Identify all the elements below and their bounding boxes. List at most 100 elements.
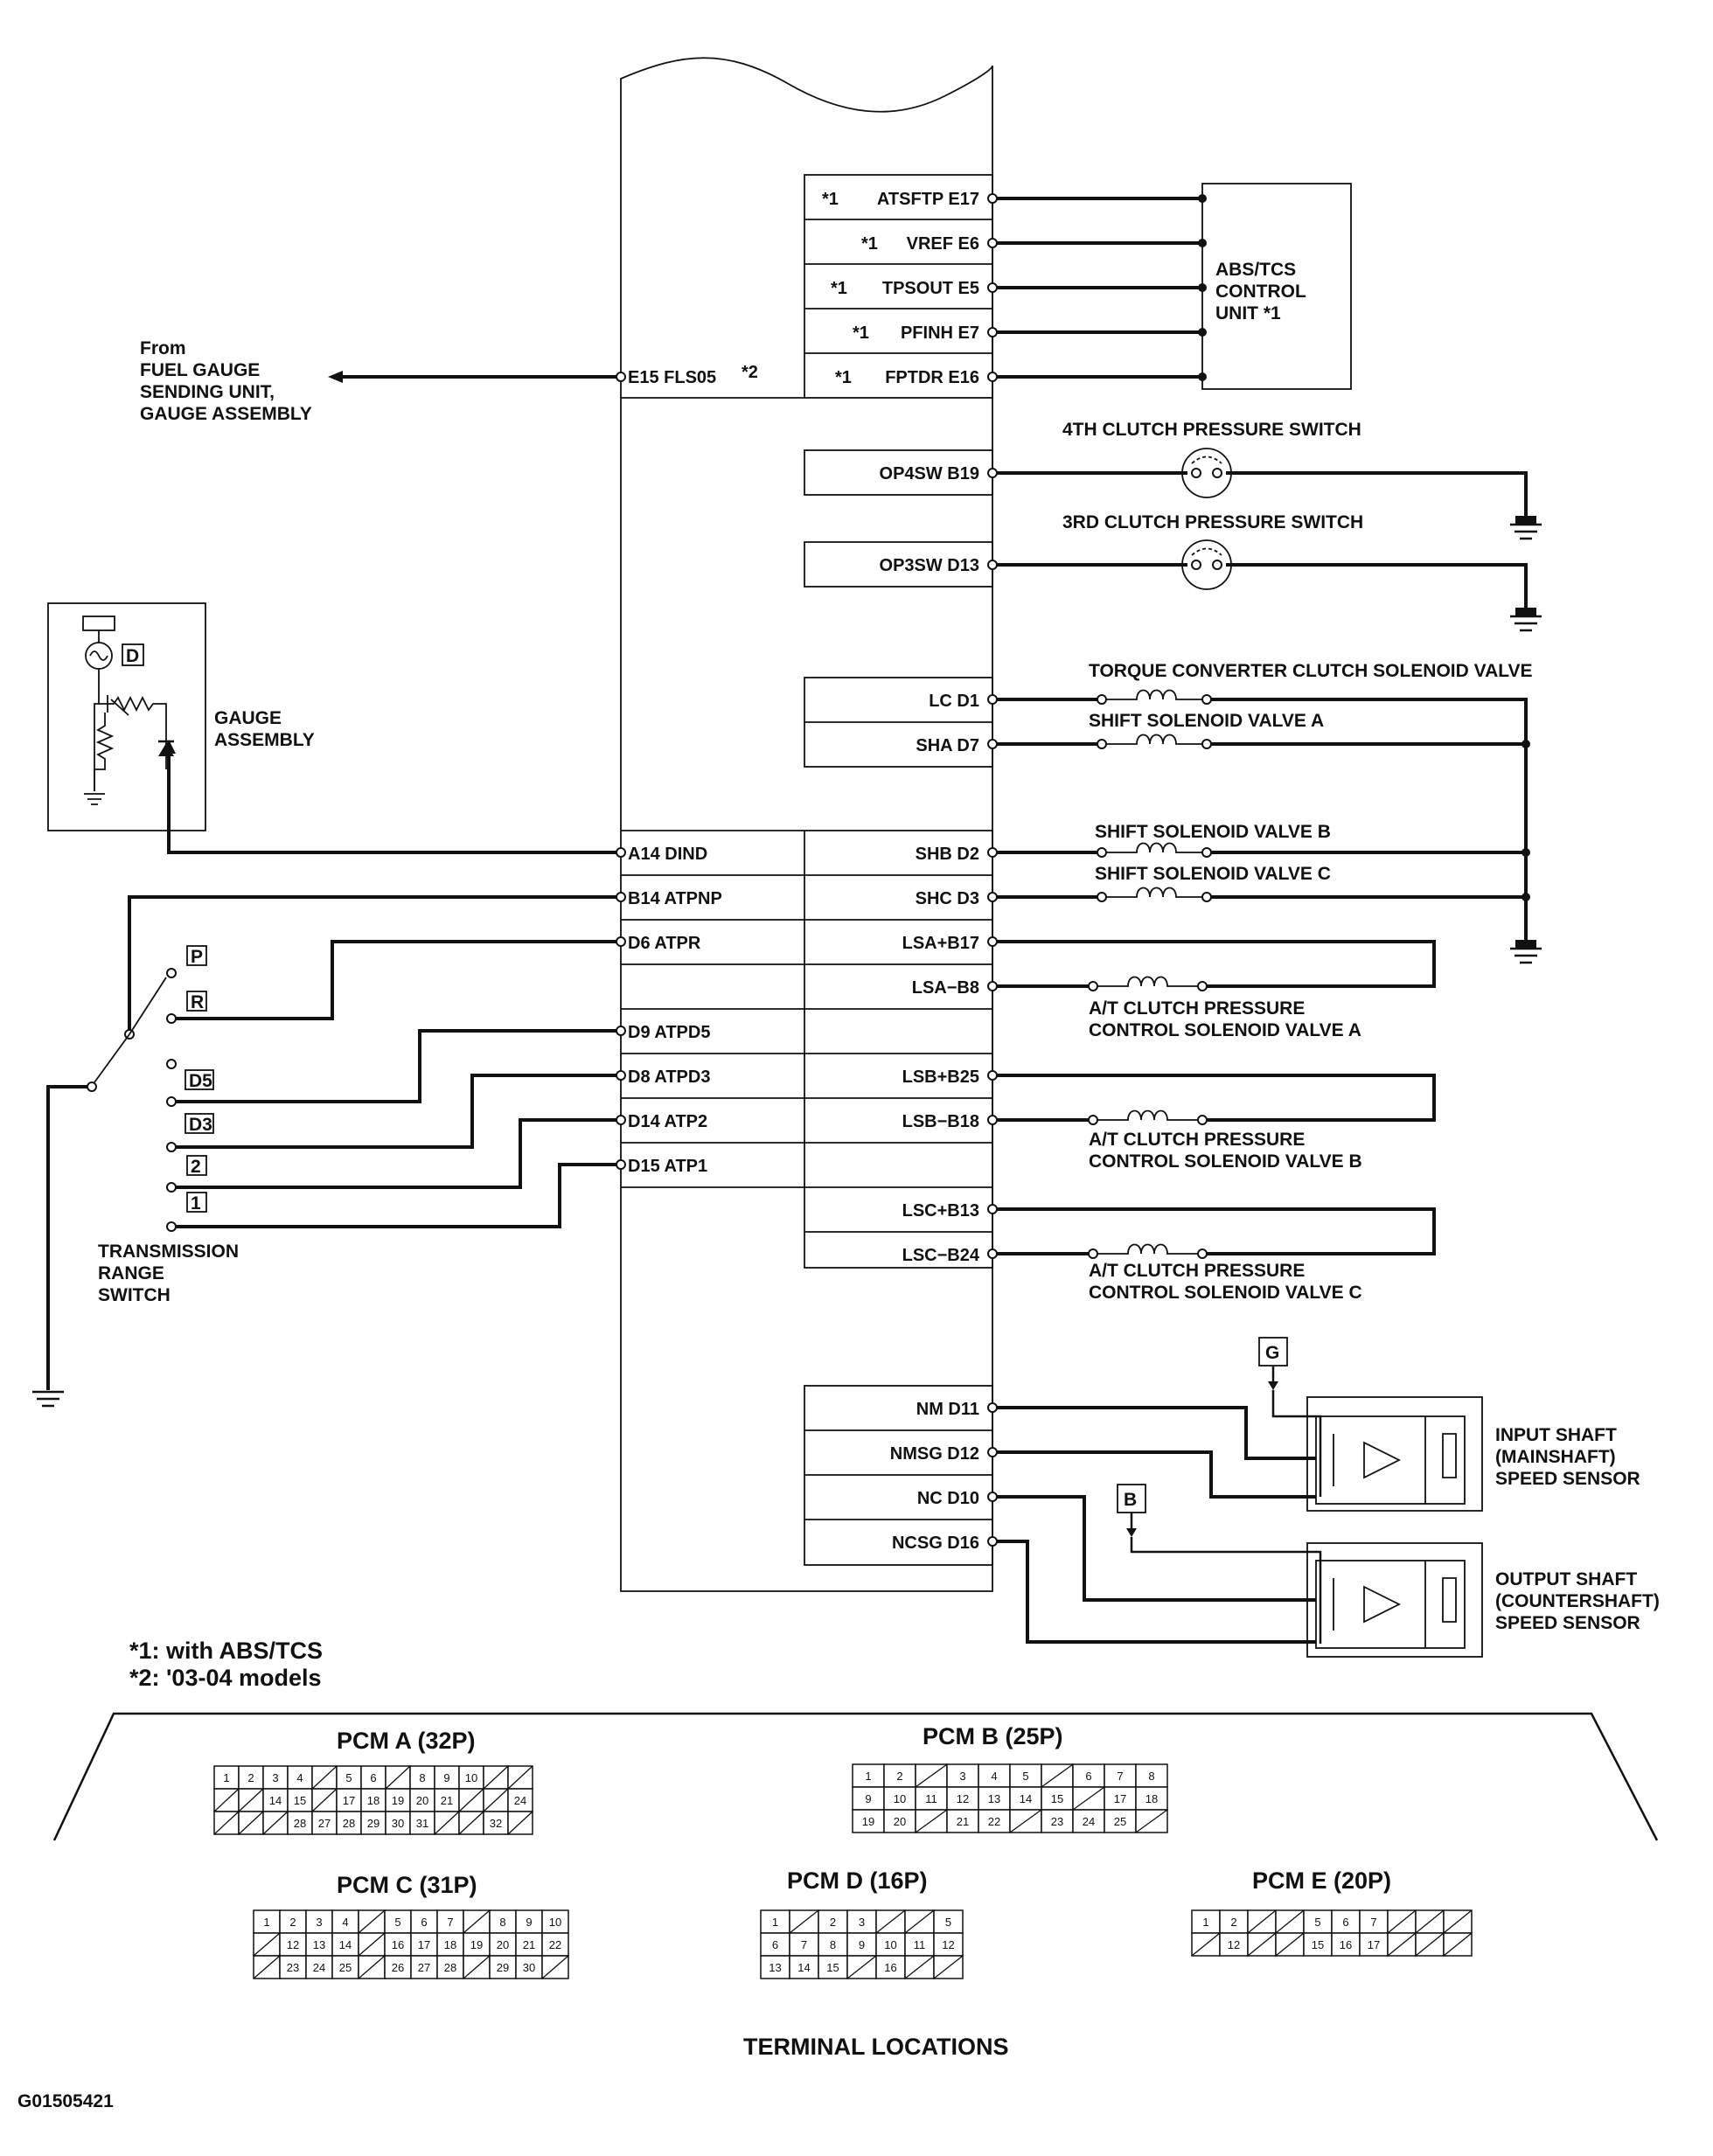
cavity-number: 1: [223, 1771, 229, 1784]
cavity-number: 8: [830, 1938, 836, 1951]
cavity-number: 19: [470, 1938, 483, 1951]
empty-cavity-slash: [483, 1765, 509, 1790]
connector-cavity: [541, 1932, 569, 1957]
connector-cavity: [336, 1811, 362, 1835]
empty-cavity-slash: [213, 1811, 240, 1835]
terminal-locations-title: TERMINAL LOCATIONS: [743, 2034, 1009, 2060]
empty-cavity-slash: [358, 1955, 386, 1979]
pcm-e-title: PCM E (20P): [1252, 1867, 1391, 1894]
abs-tcs-label-1: ABS/TCS: [1215, 260, 1296, 280]
connector-cavity: [978, 1809, 1011, 1833]
cavity-number: 2: [830, 1916, 836, 1929]
range-switch-label-3: SWITCH: [98, 1285, 171, 1305]
connector-cavity: [385, 1788, 411, 1812]
from-label-1: From: [140, 338, 186, 358]
empty-cavity-slash: [904, 1909, 935, 1934]
empty-cavity-slash: [846, 1955, 877, 1979]
cavity-number: 23: [1051, 1815, 1063, 1828]
cavity-number: 1: [865, 1770, 871, 1783]
connector-cavity: [336, 1765, 362, 1790]
connector-cavity: [1219, 1932, 1249, 1957]
connector-cavity: [385, 1811, 411, 1835]
terminal-locations-panel: PCM A (32P) PCM B (25P) PCM C (31P) PCM …: [52, 1712, 1659, 2060]
cavity-number: 4: [991, 1770, 997, 1783]
abs-tcs-label-3: UNIT *1: [1215, 303, 1281, 323]
connector-cavity: [279, 1932, 307, 1957]
from-label-3: SENDING UNIT,: [140, 382, 275, 402]
pin-shb: SHB D2: [916, 845, 979, 864]
empty-cavity-slash: [1247, 1909, 1277, 1934]
cavity-number: 8: [499, 1916, 505, 1929]
pin-op4sw: OP4SW B19: [880, 464, 979, 483]
pcm-b-title: PCM B (25P): [923, 1723, 1063, 1749]
pin-sha: SHA D7: [916, 736, 979, 755]
connector-cavity: [1303, 1932, 1333, 1957]
empty-cavity-slash: [1415, 1932, 1445, 1957]
cavity-number: 10: [465, 1771, 477, 1784]
pin-nmsg: NMSG D12: [890, 1444, 979, 1464]
input-sensor-label-2: (MAINSHAFT): [1495, 1447, 1616, 1467]
pin-atp2: D14 ATP2: [628, 1112, 707, 1131]
pin-atsftp: ATSFTP E17: [877, 190, 979, 209]
connector-cavity: [1135, 1763, 1168, 1788]
empty-cavity-slash: [262, 1811, 289, 1835]
figure-code: G01505421: [17, 2091, 114, 2111]
atc-a-label-1: A/T CLUTCH PRESSURE: [1089, 998, 1305, 1019]
connector-cavity: [489, 1955, 517, 1979]
empty-cavity-slash: [213, 1788, 240, 1812]
range-switch-label-1: TRANSMISSION: [98, 1241, 239, 1262]
empty-cavity-slash: [1135, 1809, 1168, 1833]
empty-cavity-slash: [238, 1811, 264, 1835]
cavity-number: 6: [1085, 1770, 1091, 1783]
cavity-number: 16: [1340, 1938, 1352, 1951]
cavity-number: 8: [419, 1771, 425, 1784]
empty-cavity-slash: [311, 1765, 338, 1790]
pin-lsa-minus: LSA−B8: [912, 978, 979, 998]
pin-pfinh: PFINH E7: [901, 323, 979, 343]
cavity-number: 20: [416, 1794, 428, 1807]
cavity-number: 17: [343, 1794, 355, 1807]
connector-cavity: [933, 1932, 964, 1957]
pcm-left-pins: E15 FLS05 *2 A14 DIND B14 ATPNP D6 ATPR …: [628, 363, 758, 1176]
connector-cavity: [1072, 1763, 1105, 1788]
pin-lsc-plus: LSC+B13: [902, 1201, 979, 1221]
terminal-pin: [987, 193, 998, 204]
empty-cavity-slash: [933, 1955, 964, 1979]
cavity-number: 7: [1370, 1916, 1376, 1929]
from-label-2: FUEL GAUGE: [140, 360, 260, 380]
terminal-pin: [616, 847, 626, 858]
cavity-number: 28: [294, 1817, 306, 1830]
empty-cavity-slash: [789, 1909, 819, 1934]
terminal-pin: [987, 372, 998, 382]
cavity-number: 5: [1314, 1916, 1320, 1929]
pin-dind: A14 DIND: [628, 845, 707, 864]
empty-cavity-slash: [1443, 1909, 1473, 1934]
cavity-number: 24: [313, 1961, 325, 1974]
empty-cavity-slash: [904, 1955, 935, 1979]
connector-cavity: [846, 1932, 877, 1957]
terminal-pin: [987, 1204, 998, 1214]
from-label-4: GAUGE ASSEMBLY: [140, 404, 312, 424]
terminal-pin: [987, 1492, 998, 1502]
cavity-number: 11: [925, 1792, 937, 1805]
connector-cavity: [946, 1809, 979, 1833]
cavity-number: 6: [421, 1916, 427, 1929]
atc-c-label-2: CONTROL SOLENOID VALVE C: [1089, 1283, 1362, 1303]
input-sensor-label-3: SPEED SENSOR: [1495, 1469, 1640, 1489]
empty-cavity-slash: [1275, 1932, 1305, 1957]
pin-atpd3: D8 ATPD3: [628, 1068, 710, 1087]
pin-fls05-note: *2: [742, 363, 758, 382]
cavity-number: 11: [914, 1938, 926, 1951]
shift-a-label: SHIFT SOLENOID VALVE A: [1089, 711, 1324, 731]
cavity-number: 23: [287, 1961, 299, 1974]
connector-cavity: [1135, 1786, 1168, 1811]
cavity-number: 24: [514, 1794, 526, 1807]
cavity-number: 26: [392, 1961, 404, 1974]
pin-atsftp-note: *1: [822, 190, 839, 209]
terminal-pin: [987, 847, 998, 858]
terminal-pin: [987, 1447, 998, 1457]
cavity-number: 6: [772, 1938, 778, 1951]
connector-cavity: [760, 1955, 790, 1979]
